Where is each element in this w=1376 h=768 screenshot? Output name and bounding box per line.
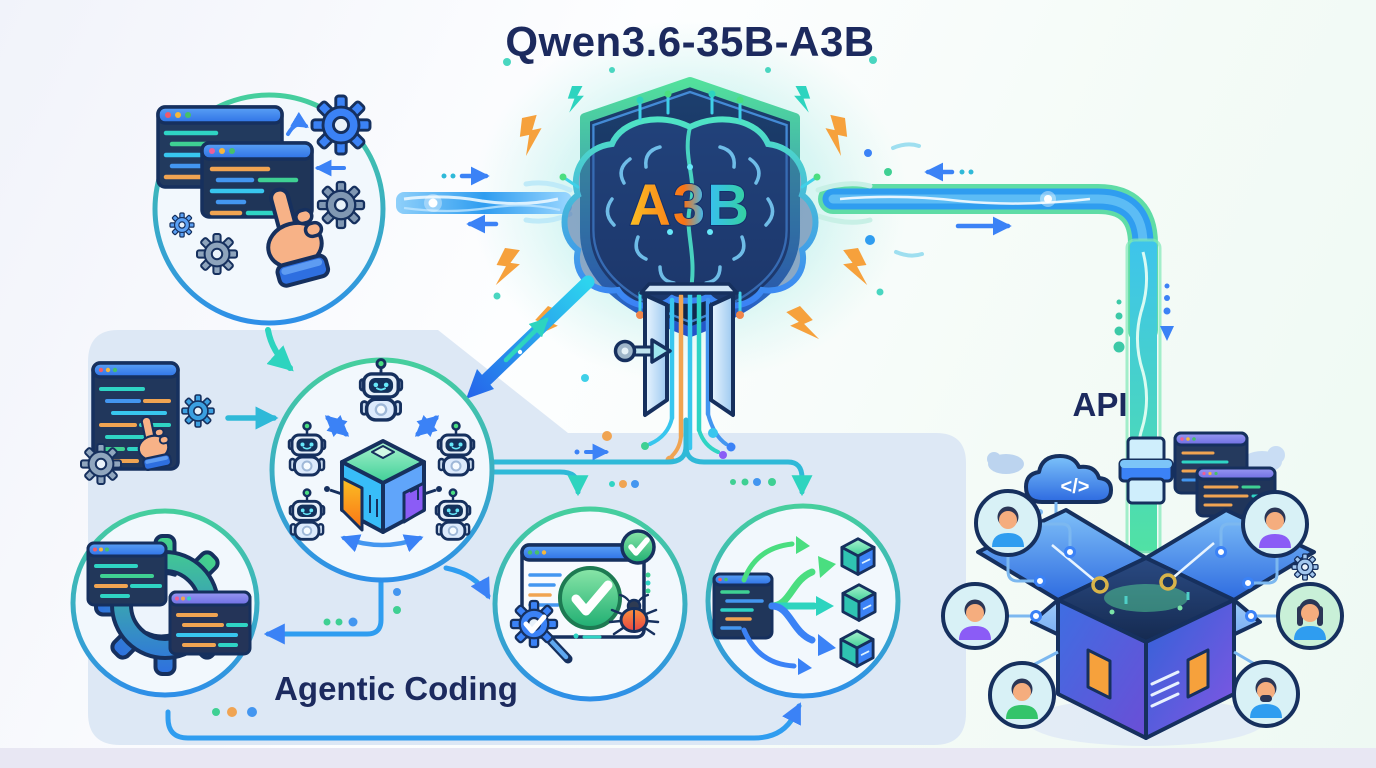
deploy-circle xyxy=(705,503,901,699)
gear-icon xyxy=(316,180,366,230)
mini-code-tool xyxy=(79,361,215,486)
cycle-arrow xyxy=(741,541,795,583)
user-avatars xyxy=(941,489,1344,729)
badge-text: A3B xyxy=(629,173,751,238)
lightning-bolts xyxy=(493,56,884,348)
gear-icon xyxy=(195,232,239,276)
exchange-arrow xyxy=(340,534,424,553)
flow-arrows xyxy=(165,275,813,741)
code-window xyxy=(168,590,252,656)
user-avatar xyxy=(974,489,1042,557)
user-avatar-woman xyxy=(1276,582,1344,650)
open-package-box xyxy=(976,508,1316,746)
dev-tools-circle xyxy=(152,92,386,326)
page-title: Qwen3.6-35B-A3B xyxy=(505,18,874,65)
module-cube xyxy=(340,439,426,534)
multi-agent-circle xyxy=(269,357,495,583)
circuit-nodes xyxy=(1006,546,1268,682)
automation-circle xyxy=(70,508,260,698)
panel-to-shield-arrow xyxy=(503,317,549,363)
user-avatar-beard xyxy=(1232,660,1300,728)
bug-icon xyxy=(608,593,660,636)
gear-icon xyxy=(310,94,372,156)
gear-icon xyxy=(169,212,195,238)
artifact-cube xyxy=(840,537,876,576)
pipe-connector xyxy=(1118,436,1174,505)
cycle-arrow xyxy=(741,627,797,669)
model-shield: A3B xyxy=(559,77,821,337)
check-circle xyxy=(558,566,622,630)
artifact-cube xyxy=(839,629,875,668)
user-avatar xyxy=(1241,490,1309,558)
cycle-arrow xyxy=(286,111,309,136)
user-avatar xyxy=(941,582,1009,650)
brain-icon xyxy=(559,90,821,319)
bottom-strip xyxy=(0,748,1376,768)
agentic-coding-label: Agentic Coding xyxy=(274,670,518,707)
dotted-arrow-down xyxy=(1160,283,1174,341)
exchange-arrow xyxy=(324,414,350,438)
code-window xyxy=(200,141,314,219)
exchange-arrow xyxy=(414,414,440,438)
cloud-code-symbol: </> xyxy=(1061,476,1090,498)
artifact-cube xyxy=(841,583,877,622)
user-avatar xyxy=(988,661,1056,729)
gear-icon xyxy=(79,442,123,486)
gear-magnifier-icon xyxy=(509,599,573,664)
api-label: API xyxy=(1072,386,1127,423)
gear-icon xyxy=(1291,553,1319,581)
energy-beam-left xyxy=(396,166,573,234)
key-arrow-icon xyxy=(613,338,672,364)
code-window xyxy=(86,541,168,607)
branch-arrows xyxy=(768,556,836,656)
gear-icon xyxy=(181,394,215,428)
testing-circle xyxy=(492,506,688,702)
